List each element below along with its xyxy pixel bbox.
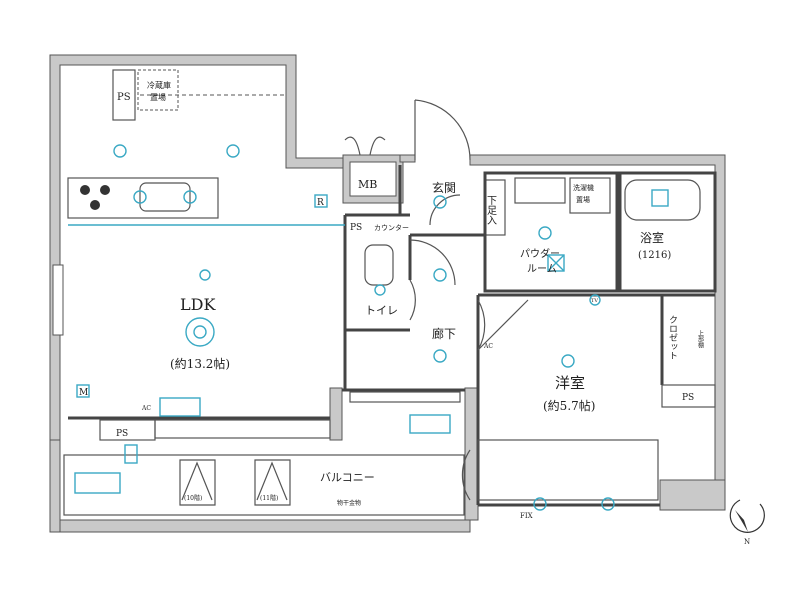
powder-room-label: ルーム [527, 263, 557, 275]
fridge-label: 冷蔵庫 [147, 80, 171, 90]
ps-label: PS [116, 429, 128, 439]
washer-space [569, 177, 611, 214]
bath-size: (1216) [638, 250, 671, 261]
ldk-label: LDK [180, 295, 216, 314]
ac-unit-icon [159, 397, 201, 417]
kitchen [67, 69, 345, 226]
equipment: R M AC AC TV [74, 144, 615, 511]
balcony-label: バルコニー [320, 471, 375, 484]
fridge-label: 置場 [150, 92, 166, 102]
bath-label: 浴室 [640, 230, 664, 245]
bath-drain-icon [651, 189, 669, 207]
ldk-size: (約13.2帖) [170, 356, 230, 371]
ps-label: PS [350, 223, 362, 233]
main-light-icon [185, 317, 215, 347]
doors [344, 99, 529, 501]
outdoor-unit-icon [74, 472, 121, 494]
washer-label: 置場 [576, 195, 590, 204]
entrance-label: 玄関 [432, 180, 456, 195]
closet-label: クロゼット [667, 315, 678, 360]
powder-room-label: パウダー [520, 247, 560, 260]
laundry-hardware-label: 物干金物 [337, 499, 361, 507]
hallway-label: 廊下 [432, 326, 456, 341]
window-ldk [52, 264, 64, 336]
fix-label: FIX [520, 512, 533, 520]
r-label: R [317, 198, 324, 208]
ps-label: PS [117, 92, 131, 103]
upper-shelf-label: 上部棚 [697, 329, 704, 349]
washer-label: 洗濯機 [573, 183, 594, 192]
western-room-label: 洋室 [555, 374, 585, 392]
unit-10f-label: (10階) [184, 494, 202, 502]
outdoor-unit-icon [124, 444, 138, 464]
outer-walls [49, 54, 726, 533]
ventilation-fan-icon [547, 254, 565, 272]
ac-unit-icon [409, 414, 451, 434]
vanity [514, 177, 566, 204]
counter-label: カウンター [374, 223, 409, 232]
r-mark [314, 194, 328, 208]
stove-burner-icon [90, 200, 100, 210]
mb-label: MB [358, 178, 377, 191]
room-labels: PS 冷蔵庫 置場 MB PS カウンター トイレ LDK (約13.2帖) 玄… [116, 80, 704, 520]
shoe-closet-label: 下足入 [485, 195, 497, 225]
north-arrow-icon: N [729, 499, 765, 546]
north-label: N [744, 538, 750, 546]
stove-burner-icon [100, 185, 110, 195]
interior-walls [63, 165, 717, 516]
bathtub [624, 179, 701, 221]
tv-label: TV [591, 298, 598, 304]
ac-label: AC [141, 405, 151, 412]
toilet-label: トイレ [365, 304, 398, 317]
toilet-fixture [364, 244, 394, 286]
western-room-size: (約5.7帖) [543, 398, 595, 413]
m-label: M [79, 388, 88, 398]
ps-label: PS [682, 393, 694, 403]
fridge-space [137, 69, 179, 111]
unit-11f-label: (11階) [260, 494, 278, 502]
ceiling-light-icon [113, 144, 615, 511]
stove-burner-icon [80, 185, 90, 195]
ac-label: AC [483, 343, 493, 350]
